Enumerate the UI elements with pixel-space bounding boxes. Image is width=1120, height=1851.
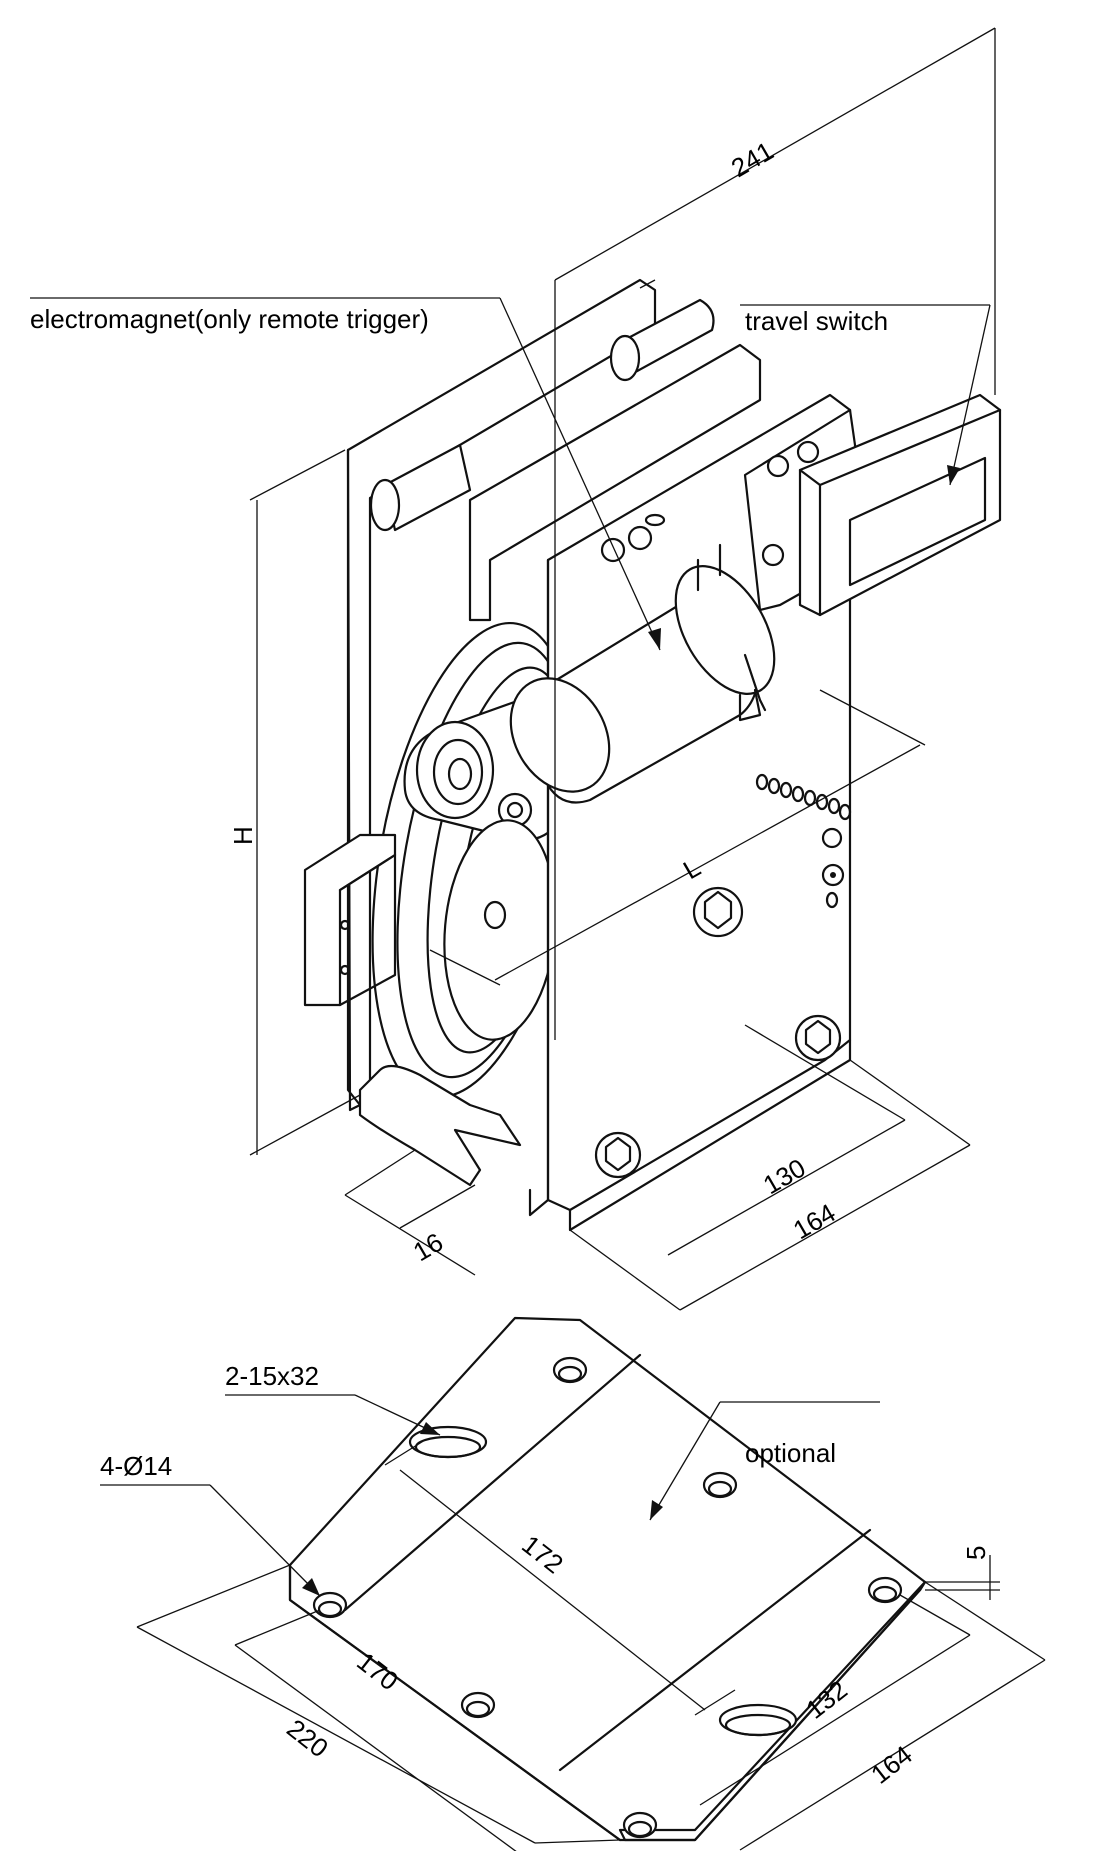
back-plate-edge: [346, 448, 362, 1107]
bolt-center: [692, 886, 744, 938]
base-plate-divider-1: [343, 1353, 642, 1612]
dim-164-upper: 164: [788, 1198, 841, 1246]
front-plate-bottom: [568, 1038, 852, 1232]
travel-switch: [743, 393, 1002, 617]
bearing-inner: [447, 757, 473, 791]
base-hole-1: [552, 1356, 588, 1384]
label-holes: 4-Ø14: [100, 1451, 172, 1481]
base-hole-center-2: [460, 1691, 496, 1719]
upper-labels: electromagnet(only remote trigger) trave…: [30, 297, 991, 651]
middle-plate: [468, 343, 762, 622]
bolt-lower-right: [794, 1014, 842, 1062]
dim-16: 16: [408, 1227, 448, 1267]
base-labels: optional 2-15x32 4-Ø14: [100, 1361, 880, 1597]
left-bracket-edge: [338, 853, 397, 1007]
front-plate-side: [528, 558, 550, 1217]
base-hole-3: [867, 1576, 903, 1604]
hole-pattern: [755, 773, 852, 909]
bolt-lower-left: [594, 1131, 642, 1179]
bracket-hole-1: [339, 919, 351, 931]
left-pin-end: [369, 478, 401, 532]
upper-pin-end: [609, 334, 641, 382]
governor-assembly: [303, 278, 1002, 1232]
hub-hole: [483, 900, 507, 930]
bracket-hole-2: [339, 964, 351, 976]
base-plate-divider-2: [558, 1528, 872, 1772]
back-plate: [346, 278, 657, 1112]
label-electromagnet: electromagnet(only remote trigger): [30, 304, 429, 334]
base-slot-2: [718, 1703, 798, 1737]
dim-130: 130: [758, 1153, 811, 1201]
base-slot-1: [408, 1425, 488, 1459]
base-hole-2: [312, 1591, 348, 1619]
bottom-foot: [358, 1064, 522, 1187]
dim-241: 241: [726, 136, 779, 184]
label-travel-switch: travel switch: [745, 306, 888, 336]
screw-slot: [644, 513, 666, 527]
base-hole-center-1: [702, 1471, 738, 1499]
label-optional: optional: [745, 1438, 836, 1468]
screw-2: [627, 525, 653, 551]
screw-1: [600, 537, 626, 563]
dim-5: 5: [961, 1546, 991, 1560]
label-slots: 2-15x32: [225, 1361, 319, 1391]
arm-nut-inner: [506, 801, 524, 819]
dim-H: H: [228, 826, 258, 845]
base-plate: [288, 1316, 927, 1842]
dim-164-base: 164: [865, 1739, 918, 1789]
base-hole-4: [622, 1811, 658, 1839]
dim-220: 220: [281, 1713, 334, 1763]
electromagnet: [509, 543, 776, 804]
